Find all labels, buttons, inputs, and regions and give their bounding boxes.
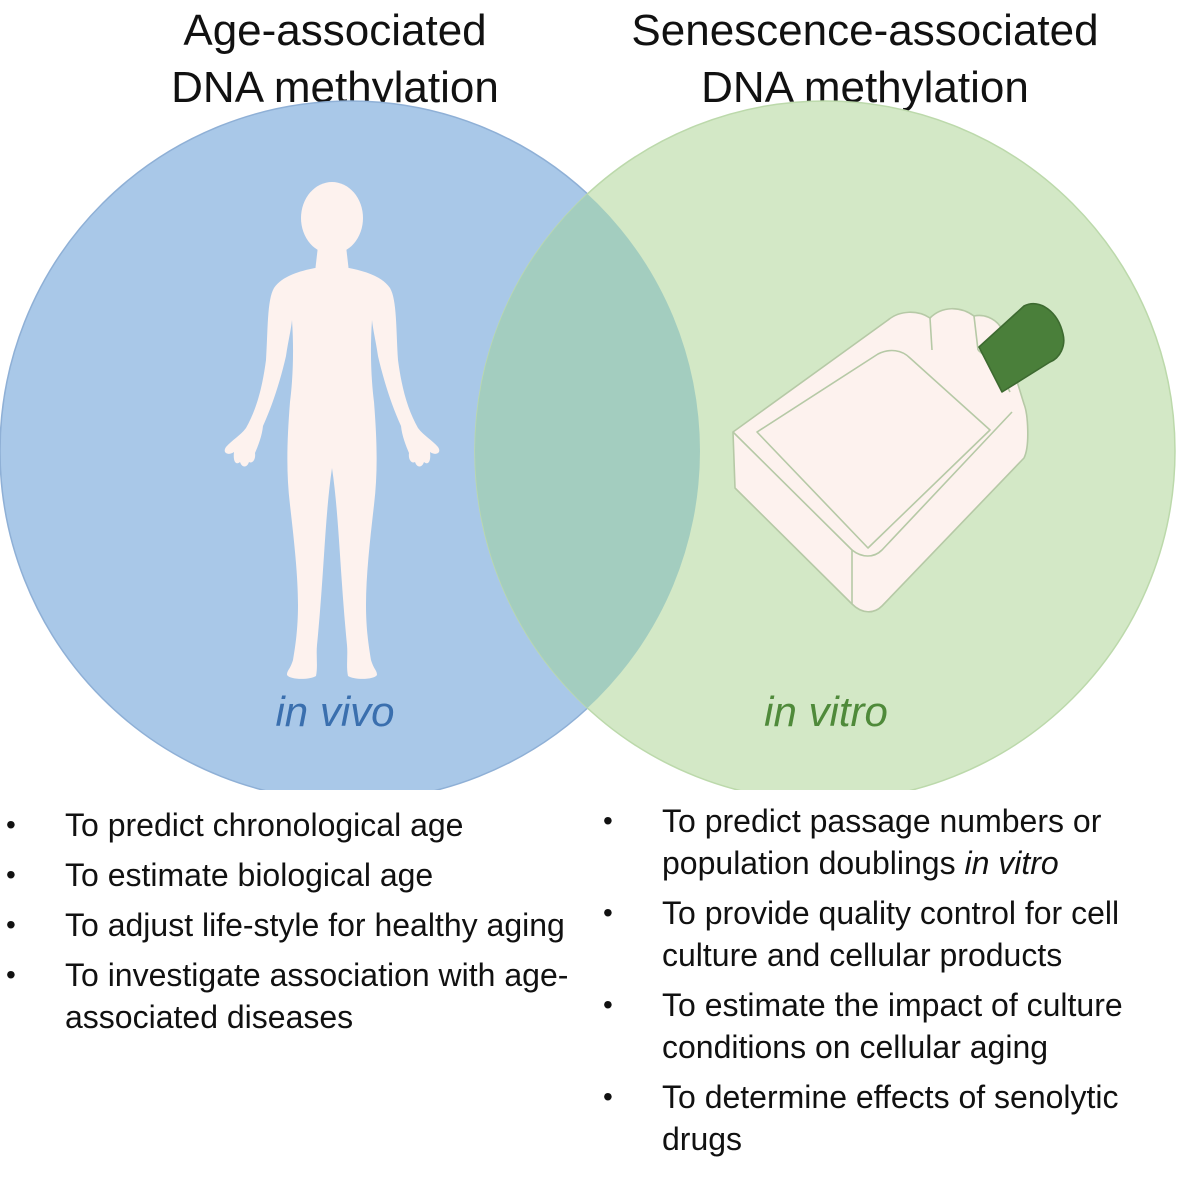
cell-culture-flask-icon bbox=[732, 303, 1065, 613]
right-title-line-1: Senescence-associated bbox=[631, 6, 1099, 55]
bullet-text: To predict passage numbers or population… bbox=[662, 803, 1102, 881]
left-title: Age-associated DNA methylation bbox=[120, 2, 550, 116]
human-body-icon bbox=[224, 182, 440, 679]
venn-diagram: in vivo in vitro bbox=[0, 100, 1176, 790]
list-item: To investigate association with age-asso… bbox=[0, 954, 590, 1038]
right-bullet-list: To predict passage numbers or population… bbox=[597, 800, 1202, 1168]
bullet-text: To estimate the impact of culture condit… bbox=[662, 987, 1123, 1065]
bullet-text: To estimate biological age bbox=[65, 857, 434, 893]
list-item: To predict chronological age bbox=[0, 804, 590, 846]
overlap-region bbox=[475, 101, 700, 790]
left-title-line-1: Age-associated bbox=[183, 6, 487, 55]
list-item: To estimate the impact of culture condit… bbox=[597, 984, 1202, 1068]
bullet-text: To predict chronological age bbox=[65, 807, 464, 843]
in-vitro-label: in vitro bbox=[764, 688, 888, 735]
list-item: To determine effects of senolytic drugs bbox=[597, 1076, 1202, 1160]
right-title: Senescence-associated DNA methylation bbox=[575, 2, 1155, 116]
list-item: To adjust life-style for healthy aging bbox=[0, 904, 590, 946]
in-vivo-label: in vivo bbox=[275, 688, 394, 735]
bullet-text: To adjust life-style for healthy aging bbox=[65, 907, 565, 943]
bullet-text: To investigate association with age-asso… bbox=[65, 957, 569, 1035]
bullet-text: To provide quality control for cell cult… bbox=[662, 895, 1120, 973]
list-item: To provide quality control for cell cult… bbox=[597, 892, 1202, 976]
list-item: To predict passage numbers or population… bbox=[597, 800, 1202, 884]
left-bullet-list: To predict chronological age To estimate… bbox=[0, 804, 590, 1046]
bullet-italic-text: in vitro bbox=[964, 845, 1059, 881]
list-item: To estimate biological age bbox=[0, 854, 590, 896]
bullet-text: To determine effects of senolytic drugs bbox=[662, 1079, 1119, 1157]
